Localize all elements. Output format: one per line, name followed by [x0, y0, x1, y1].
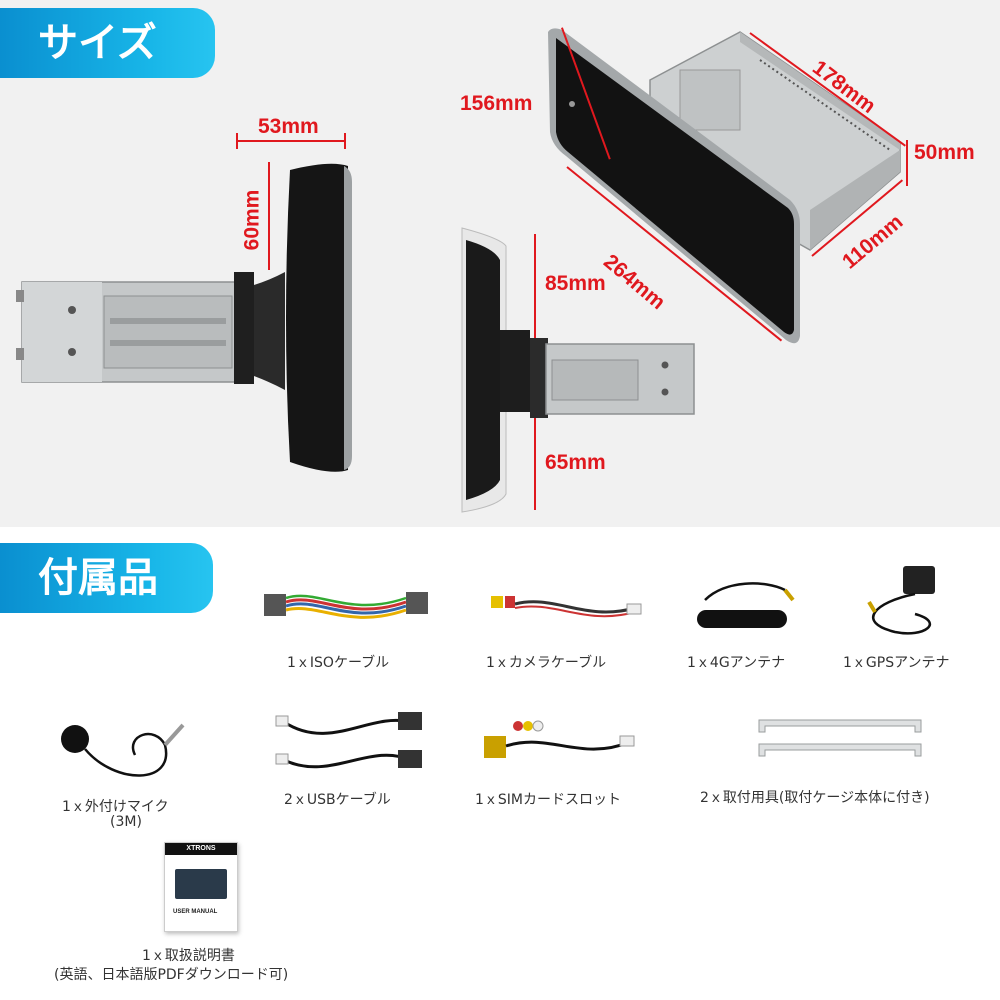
accessory-label-sim-slot: 1ｘSIMカードスロット — [475, 792, 622, 808]
dim-line-side-height — [268, 162, 270, 270]
accessory-label-gps-antenna: 1ｘGPSアンテナ — [843, 655, 950, 671]
dim-line-angle-bottom — [534, 418, 536, 510]
dim-line-side-depth-tick-left — [236, 133, 238, 149]
dim-angle-top: 85mm — [545, 272, 606, 295]
manual-brand: XTRONS — [165, 843, 237, 855]
camera-cable-image — [491, 596, 642, 618]
accessory-label-usb-cable: 2ｘUSBケーブル — [284, 792, 391, 808]
accessory-label-iso-cable: 1ｘISOケーブル — [287, 655, 390, 671]
dim-line-side-depth-tick-right — [344, 133, 346, 149]
gps-antenna-image — [867, 566, 935, 635]
angled-view-illustration — [461, 227, 695, 513]
microphone-image — [61, 723, 185, 777]
brackets-image — [758, 719, 922, 757]
manual-cover-text: USER MANUAL — [173, 909, 218, 915]
side-view-illustration — [16, 163, 352, 472]
manual-image: XTRONS USER MANUAL — [164, 842, 238, 932]
iso-cable-image — [264, 592, 428, 619]
antenna-4g-image — [697, 582, 795, 628]
sim-slot-image — [484, 720, 635, 758]
front-view-illustration — [548, 28, 901, 344]
dim-line-angle-top — [534, 234, 536, 338]
accessory-label-manual: 1ｘ取扱説明書 — [142, 948, 235, 964]
dim-line-box-height — [906, 140, 908, 186]
dim-line-side-depth — [236, 140, 346, 142]
accessory-label-4g-antenna: 1ｘ4Gアンテナ — [687, 655, 786, 671]
dim-side-depth: 53mm — [258, 115, 319, 138]
dim-angle-bottom: 65mm — [545, 451, 606, 474]
accessories-section-banner: 付属品 — [0, 543, 213, 613]
accessory-label-microphone: 1ｘ外付けマイク — [62, 799, 169, 815]
usb-cable-image — [275, 712, 422, 769]
accessory-label-camera-cable: 1ｘカメラケーブル — [486, 655, 607, 671]
accessory-label-manual-note: (英語、日本語版PDFダウンロード可) — [54, 967, 289, 983]
accessory-label-brackets: 2ｘ取付用具(取付ケージ本体に付き) — [700, 790, 930, 806]
size-section-banner: サイズ — [0, 8, 215, 78]
dim-front-height: 156mm — [460, 92, 533, 115]
manual-cover-screen — [175, 869, 227, 899]
dim-box-height: 50mm — [914, 141, 975, 164]
accessory-label-microphone-note: (3M) — [110, 814, 142, 830]
